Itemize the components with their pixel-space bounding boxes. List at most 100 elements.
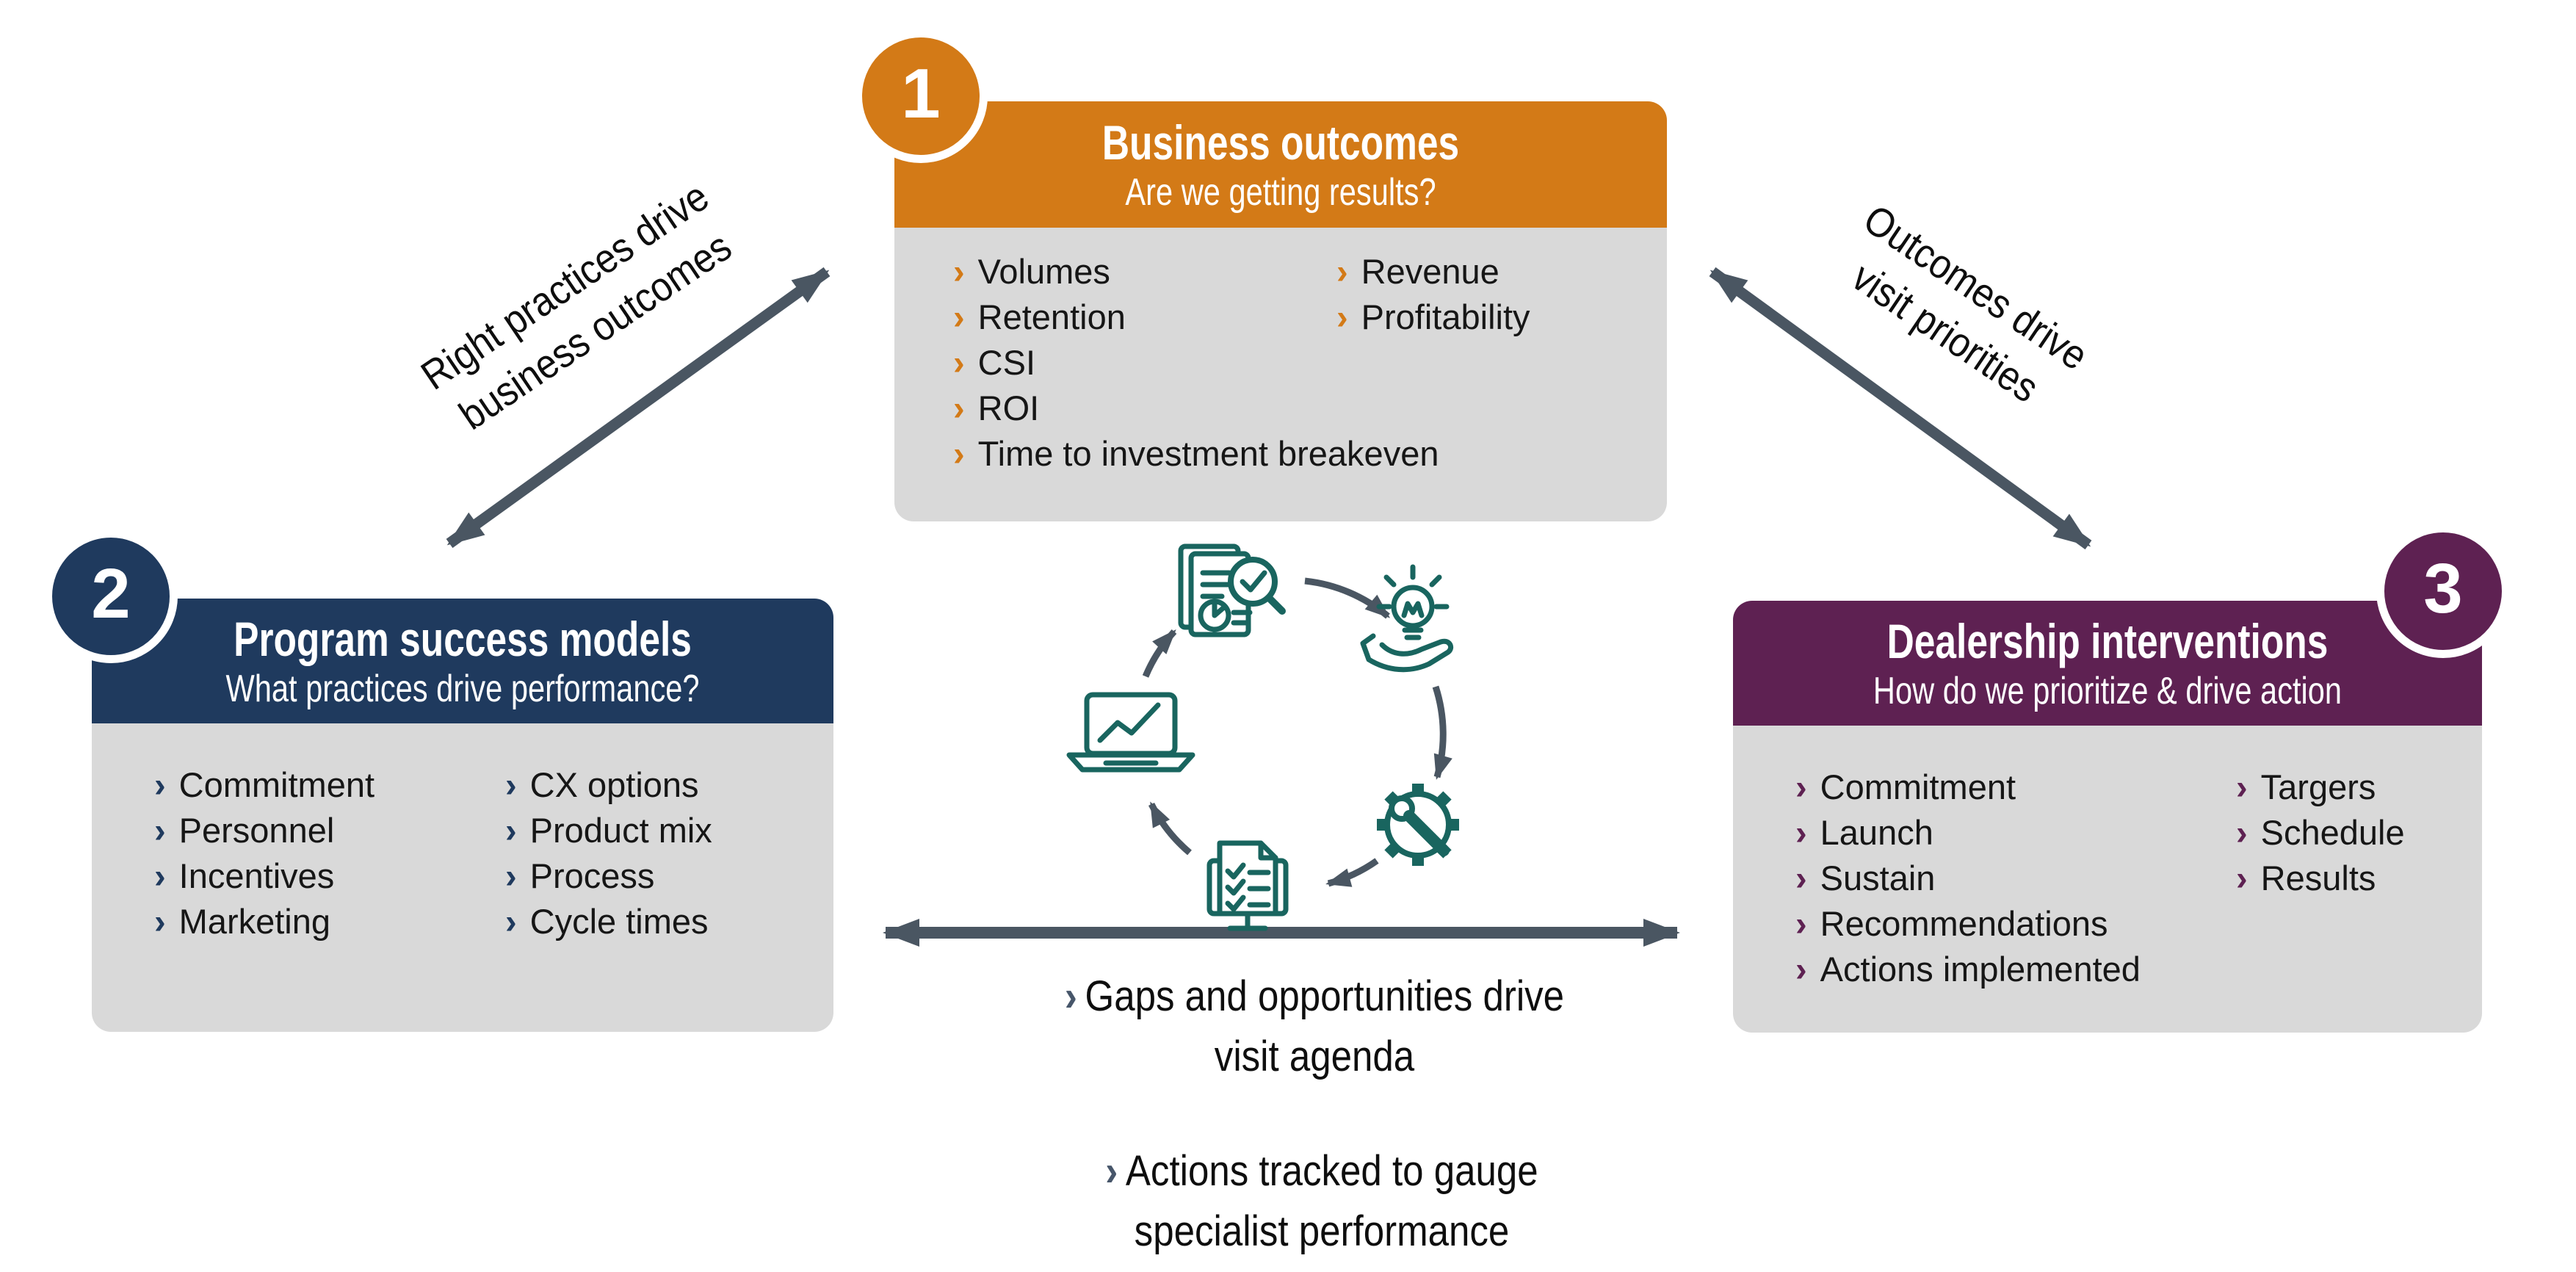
actions-note-line2: specialist performance (1134, 1207, 1510, 1255)
list-item: › ROI (953, 385, 1336, 430)
chevron-bullet-icon: › (1795, 767, 1807, 806)
list-item: ›Results (2236, 855, 2405, 900)
chevron-bullet-icon: › (1795, 903, 1807, 943)
list-item-label: Time to investment breakeven (977, 433, 1439, 473)
list-item-label: Retention (977, 297, 1126, 336)
list-item: ›CX options (505, 762, 712, 807)
chevron-bullet-icon: › (154, 901, 166, 941)
list-item-label: Actions implemented (1820, 949, 2141, 989)
chevron-bullet-icon: › (2236, 767, 2248, 806)
gaps-note-text1: Gaps and opportunities drive (1085, 972, 1565, 1020)
bullet-column: ›CX options › Product mix ›Process › Cycle… (505, 762, 712, 1032)
list-item-label: Product mix (529, 810, 712, 850)
step-number-badge-3: 3 (2376, 524, 2510, 658)
chevron-bullet-icon: › (1795, 812, 1807, 852)
cycle-arrow-idea-to-gear (1432, 685, 1452, 780)
chevron-bullet-icon: › (1105, 1147, 1118, 1195)
chevron-bullet-icon: › (953, 388, 965, 427)
cycle-arrow-gear-to-checklist (1325, 858, 1379, 887)
chevron-bullet-icon: › (1336, 251, 1348, 291)
idea-hand-icon (1360, 564, 1454, 673)
business-outcomes-body: ›Volumes ›Retention ›CSI ›ROI ›Time to i… (894, 228, 1667, 521)
dealership-interventions-body: ›Commitment ›Launch ›Sustain ›Recommenda… (1733, 726, 2482, 1033)
bullet-column: ›Commitment ›Launch ›Sustain ›Recommenda… (1795, 764, 2236, 1033)
list-item: › Schedule (2236, 809, 2405, 855)
dealership-interventions-header: Dealership interventions How do we prior… (1733, 601, 2482, 726)
gaps-note-line1: ›Gaps and opportunities drive (894, 966, 1734, 1027)
list-item-label: Recommendations (1820, 903, 2108, 943)
chevron-bullet-icon: › (505, 901, 517, 941)
list-item: › Commitment (1795, 764, 2236, 809)
list-item: ›Retention (953, 294, 1336, 339)
chevron-bullet-icon: › (1795, 949, 1807, 989)
list-item-label: Schedule (2260, 812, 2405, 852)
box-title: Dealership interventions (1886, 614, 2329, 668)
cycle-arrow-laptop-to-report (1142, 629, 1177, 678)
box-title: Program success models (234, 612, 692, 666)
actions-note-text1: Actions tracked to gauge (1125, 1147, 1538, 1195)
box-subtitle: What practices drive performance? (225, 668, 700, 710)
list-item: › Profitability (1336, 294, 1530, 339)
chevron-bullet-icon: › (154, 856, 166, 895)
list-item-label: Targers (2260, 767, 2376, 806)
bullet-column: › Targers › Schedule ›Results (2236, 764, 2405, 1033)
gear-wrench-icon (1377, 784, 1459, 866)
list-item-label: Marketing (178, 901, 331, 941)
left-diagonal-double-arrow (446, 267, 831, 549)
cycle-arrow-checklist-to-laptop (1148, 801, 1192, 856)
list-item-label: Profitability (1361, 297, 1530, 336)
list-item-label: ROI (977, 388, 1040, 427)
chevron-bullet-icon: › (154, 810, 166, 850)
box-subtitle: Are we getting results? (1125, 171, 1436, 214)
list-item-label: Results (2260, 858, 2376, 897)
checklist-monitor-icon (1206, 840, 1289, 931)
program-success-models-body: ›Commitment › Personnel › Incentives › Mark… (92, 723, 833, 1032)
list-item: ›Sustain (1795, 855, 2236, 900)
list-item: › Incentives (154, 853, 505, 898)
list-item: › Targers (2236, 764, 2405, 809)
chevron-bullet-icon: › (1336, 297, 1348, 336)
list-item: ›Commitment (154, 762, 505, 807)
list-item-label: Revenue (1361, 251, 1499, 291)
list-item: ›Process (505, 853, 712, 898)
program-success-models-box: Program success models What practices dr… (92, 599, 833, 1032)
chevron-bullet-icon: › (2236, 812, 2248, 852)
actions-note: ›Actions tracked to gauge specialist per… (915, 1141, 1729, 1262)
box-subtitle: How do we prioritize & drive action (1873, 670, 2342, 712)
list-item: › Marketing (154, 898, 505, 944)
chevron-bullet-icon: › (505, 765, 517, 804)
bullet-column: › Revenue › Profitability (1336, 248, 1530, 521)
chevron-bullet-icon: › (505, 856, 517, 895)
laptop-chart-icon (1066, 692, 1195, 773)
list-item: › Product mix (505, 807, 712, 853)
list-item-label: Commitment (1820, 767, 2016, 806)
list-item-label: Incentives (178, 856, 335, 895)
box-title: Business outcomes (1101, 115, 1460, 170)
step-number-badge-2: 2 (44, 530, 178, 663)
list-item: › Actions implemented (1795, 946, 2236, 991)
gaps-note: ›Gaps and opportunities drive visit agen… (894, 966, 1734, 1087)
gaps-note-line2: visit agenda (1214, 1033, 1415, 1080)
list-item: ›Volumes (953, 248, 1336, 294)
list-item: › Revenue (1336, 248, 1530, 294)
report-audit-icon (1178, 543, 1286, 637)
chevron-bullet-icon: › (1064, 972, 1077, 1020)
chevron-bullet-icon: › (953, 251, 965, 291)
business-outcomes-header: Business outcomes Are we getting results… (894, 101, 1667, 228)
list-item: › Cycle times (505, 898, 712, 944)
list-item-label: CSI (977, 342, 1036, 382)
business-outcomes-box: Business outcomes Are we getting results… (894, 101, 1667, 521)
cycle-arrows (1142, 577, 1452, 887)
right-diagonal-double-arrow (1709, 267, 2092, 550)
chevron-bullet-icon: › (953, 342, 965, 382)
list-item-label: Cycle times (529, 901, 709, 941)
list-item-label: Personnel (178, 810, 335, 850)
program-success-models-header: Program success models What practices dr… (92, 599, 833, 723)
chevron-bullet-icon: › (505, 810, 517, 850)
list-item: › Personnel (154, 807, 505, 853)
bullet-column: ›Volumes ›Retention ›CSI ›ROI ›Time to i… (953, 248, 1439, 521)
list-item-label: Sustain (1820, 858, 1936, 897)
bullet-column: ›Commitment › Personnel › Incentives › Mark… (154, 762, 505, 1032)
list-item: ›Launch (1795, 809, 2236, 855)
